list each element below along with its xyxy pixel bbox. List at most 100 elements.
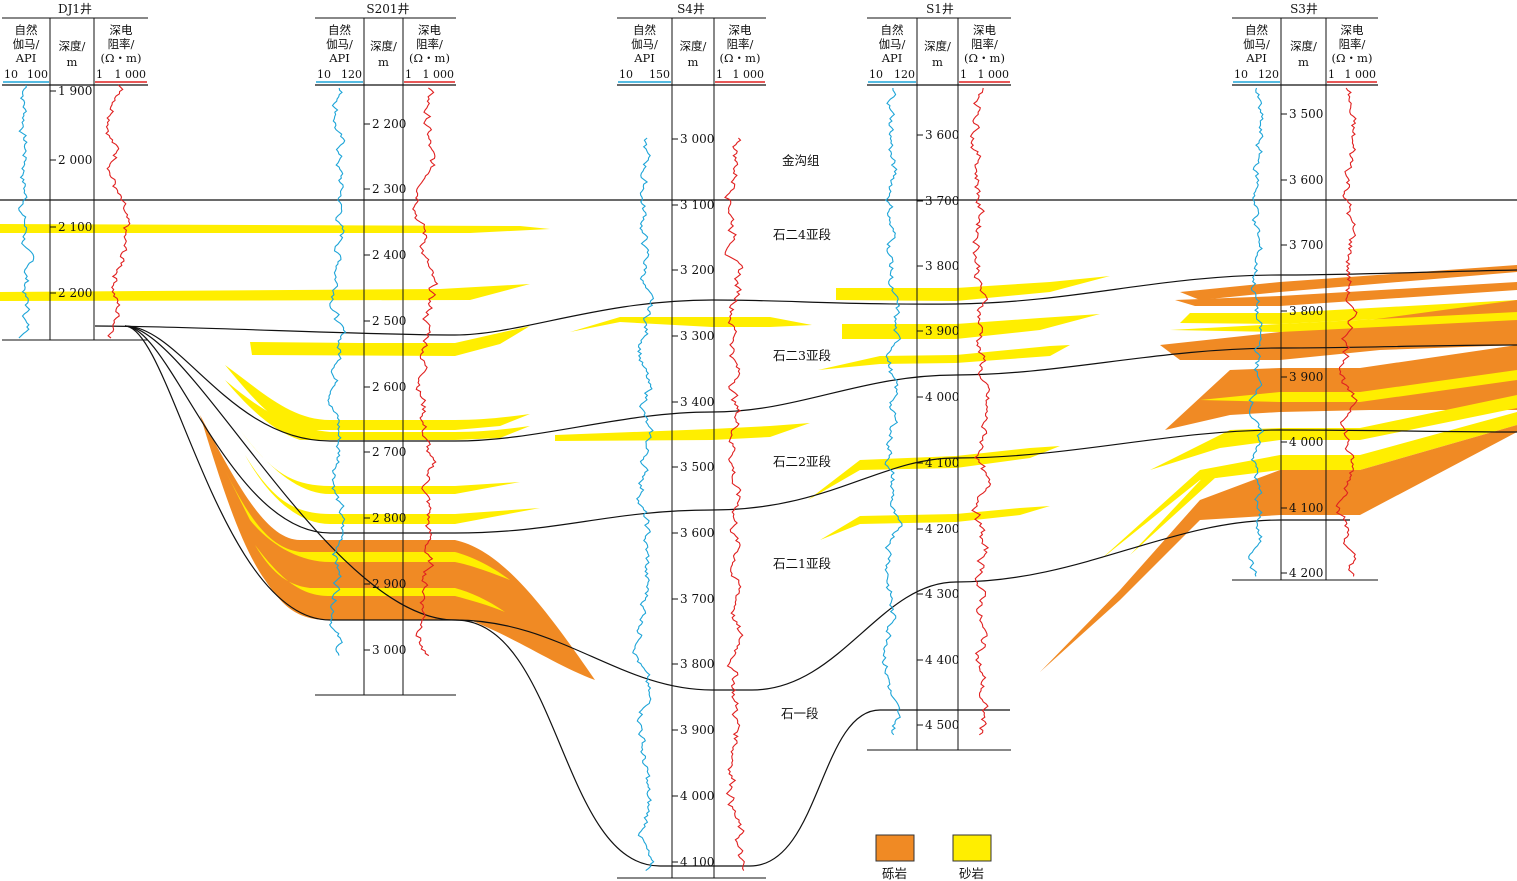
depth-tick-label: 4 400 bbox=[925, 653, 959, 667]
boundary-shi2-2-shi2-1 bbox=[124, 325, 1517, 534]
gamma-header-text: 自然 bbox=[15, 23, 38, 37]
depth-tick-label: 3 800 bbox=[680, 657, 714, 671]
sandstone-body bbox=[225, 470, 510, 580]
gravel-body bbox=[1165, 345, 1517, 430]
gamma-header-text: API bbox=[633, 51, 655, 65]
res-header-text: (Ω・m) bbox=[720, 51, 761, 65]
gamma-scale-max: 100 bbox=[27, 68, 48, 81]
res-scale-min: 1 bbox=[960, 68, 967, 81]
depth-tick-label: 4 000 bbox=[680, 789, 714, 803]
gravel-body bbox=[200, 415, 595, 680]
res-header-text: (Ω・m) bbox=[101, 51, 142, 65]
gamma-header-text: 伽马/ bbox=[631, 37, 658, 51]
res-scale-max: 1 000 bbox=[423, 68, 455, 81]
res-scale-max: 1 000 bbox=[115, 68, 147, 81]
gamma-header-text: 自然 bbox=[633, 23, 656, 37]
gamma-header-text: 伽马/ bbox=[13, 37, 40, 51]
depth-tick-label: 3 000 bbox=[680, 132, 714, 146]
well-name: S3井 bbox=[1290, 2, 1318, 16]
sandstone-body bbox=[1170, 312, 1517, 332]
depth-header-text: 深度/ bbox=[59, 39, 86, 53]
depth-tick-label: 3 600 bbox=[925, 128, 959, 142]
legend-label-sandstone: 砂岩 bbox=[959, 866, 984, 881]
sandstone-body bbox=[570, 317, 812, 332]
well-name: DJ1井 bbox=[58, 2, 92, 16]
legend-label-gravel: 砾岩 bbox=[882, 866, 907, 881]
depth-tick-label: 4 000 bbox=[925, 390, 959, 404]
res-header-text: 阻率/ bbox=[108, 37, 135, 51]
depth-tick-label: 2 200 bbox=[372, 117, 406, 131]
gamma-header-text: API bbox=[15, 51, 37, 65]
gamma-header-text: 自然 bbox=[1245, 23, 1268, 37]
sandstone-body bbox=[1180, 300, 1517, 324]
resistivity-curve bbox=[969, 87, 992, 736]
res-header-text: 深电 bbox=[973, 23, 996, 37]
depth-tick-label: 2 800 bbox=[372, 511, 406, 525]
sandstone-body bbox=[0, 284, 530, 301]
gamma-scale-max: 120 bbox=[341, 68, 362, 81]
depth-tick-label: 3 600 bbox=[1289, 173, 1323, 187]
lithology-bodies bbox=[0, 224, 1517, 680]
sandstone-body bbox=[225, 380, 530, 440]
sandstone-body bbox=[1130, 420, 1500, 555]
zone-label: 石二1亚段 bbox=[773, 556, 831, 571]
depth-tick-label: 3 300 bbox=[680, 329, 714, 343]
res-header-text: 阻率/ bbox=[1339, 37, 1366, 51]
gamma-header-text: 伽马/ bbox=[879, 37, 906, 51]
depth-tick-label: 2 000 bbox=[58, 153, 92, 167]
depth-tick-label: 3 700 bbox=[680, 592, 714, 606]
gamma-header-text: 自然 bbox=[881, 23, 904, 37]
depth-tick-label: 2 500 bbox=[372, 314, 406, 328]
gamma-scale-min: 10 bbox=[869, 68, 883, 81]
res-header-text: 深电 bbox=[418, 23, 441, 37]
depth-header-text: m bbox=[1298, 55, 1309, 69]
depth-tick-label: 3 900 bbox=[680, 723, 714, 737]
res-scale-max: 1 000 bbox=[733, 68, 765, 81]
depth-tick-label: 2 400 bbox=[372, 248, 406, 262]
gravel-body bbox=[1180, 265, 1517, 300]
sandstone-body bbox=[255, 545, 505, 612]
zone-label: 石二2亚段 bbox=[773, 454, 831, 469]
depth-header-text: m bbox=[688, 55, 699, 69]
depth-header-text: m bbox=[932, 55, 943, 69]
depth-tick-label: 3 500 bbox=[1289, 107, 1323, 121]
sandstone-body bbox=[250, 326, 530, 356]
res-scale-min: 1 bbox=[405, 68, 412, 81]
boundary-shi2-4-shi2-3 bbox=[94, 269, 1517, 336]
gravel-body bbox=[1040, 425, 1517, 672]
gamma-ray-curve bbox=[632, 137, 655, 872]
gravel-body bbox=[1160, 300, 1517, 360]
legend-swatch-gravel bbox=[875, 834, 915, 862]
depth-tick-label: 4 000 bbox=[1289, 435, 1323, 449]
zone-label: 金沟组 bbox=[782, 153, 820, 168]
resistivity-curve bbox=[1335, 87, 1358, 577]
depth-tick-label: 4 500 bbox=[925, 718, 959, 732]
depth-tick-label: 3 900 bbox=[1289, 370, 1323, 384]
depth-tick-label: 3 200 bbox=[680, 263, 714, 277]
depth-tick-label: 3 500 bbox=[680, 460, 714, 474]
res-header-text: (Ω・m) bbox=[409, 51, 450, 65]
zone-labels: 金沟组 石二4亚段 石二3亚段 石二2亚段 石二1亚段 石一段 bbox=[773, 153, 831, 721]
res-scale-min: 1 bbox=[1328, 68, 1335, 81]
gamma-scale-max: 150 bbox=[649, 68, 670, 81]
depth-tick-label: 2 100 bbox=[58, 220, 92, 234]
sandstone-body bbox=[555, 423, 810, 441]
res-header-text: (Ω・m) bbox=[964, 51, 1005, 65]
resistivity-curve bbox=[105, 84, 131, 339]
depth-header-text: 深度/ bbox=[370, 39, 397, 53]
zone-boundaries bbox=[0, 199, 1517, 867]
sandstone-body bbox=[225, 365, 530, 430]
res-scale-max: 1 000 bbox=[1345, 68, 1377, 81]
sandstone-body bbox=[836, 276, 1110, 301]
res-scale-max: 1 000 bbox=[978, 68, 1010, 81]
depth-tick-label: 2 300 bbox=[372, 182, 406, 196]
res-scale-min: 1 bbox=[96, 68, 103, 81]
depth-header-text: m bbox=[67, 55, 78, 69]
legend-swatch-sandstone bbox=[952, 834, 992, 862]
sandstone-body bbox=[808, 446, 1060, 500]
depth-tick-label: 4 100 bbox=[925, 456, 959, 470]
